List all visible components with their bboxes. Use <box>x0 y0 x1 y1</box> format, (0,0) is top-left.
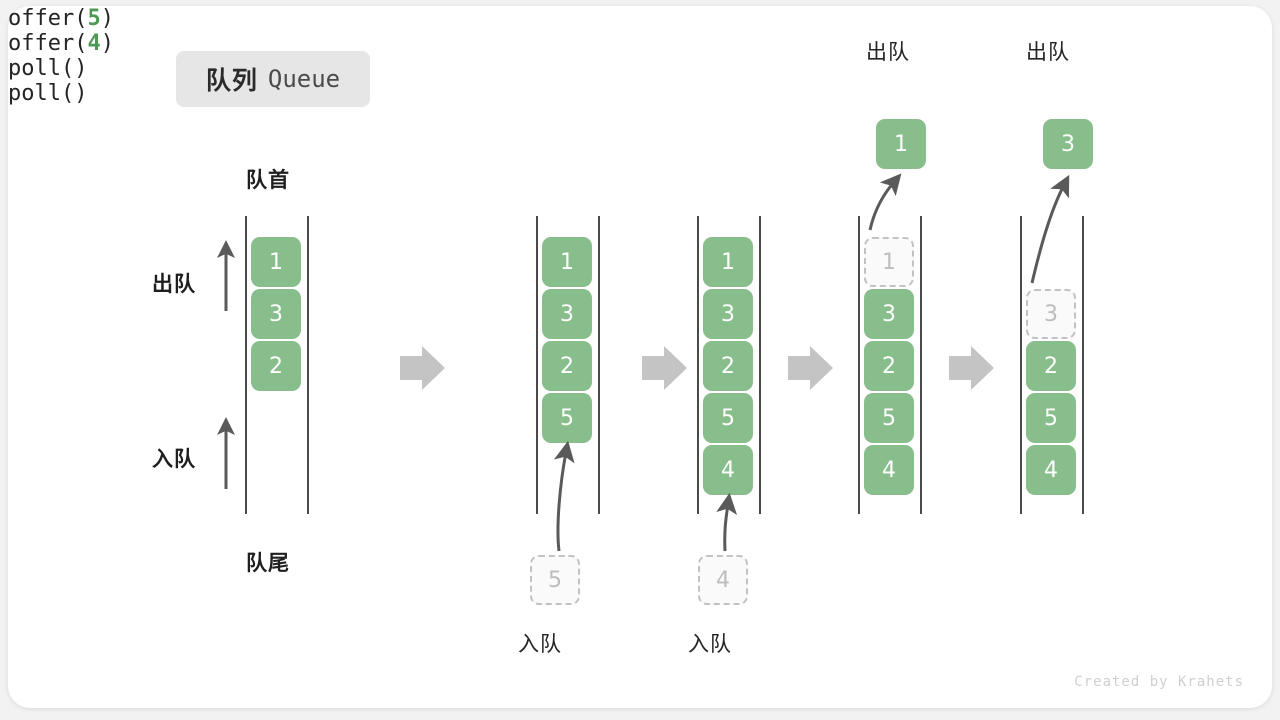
queue-cell: 2 <box>251 341 301 391</box>
dequeue-op-label-cn: 出队 <box>1026 41 1070 64</box>
step-arrow <box>642 346 687 390</box>
dequeue-op-signature: poll() <box>8 56 88 81</box>
op-arg-text: 4 <box>87 31 101 56</box>
rail-left-col4 <box>858 216 860 514</box>
title-label-cn: 队列 <box>205 67 258 95</box>
queue-cell: 4 <box>864 445 914 495</box>
rail-left-col3 <box>697 216 699 514</box>
queue-cell: 5 <box>1026 393 1076 443</box>
op-arg-text: 5 <box>87 6 101 31</box>
queue-cell: 5 <box>542 393 592 443</box>
op-call-text: offer( <box>8 6 88 31</box>
incoming-ghost-cell: 5 <box>530 555 580 605</box>
step-arrow <box>788 346 833 390</box>
enqueue-op-signature: offer(5) <box>8 6 1272 31</box>
op-call-text: offer( <box>8 31 88 56</box>
queue-cell: 4 <box>1026 445 1076 495</box>
outgoing-cell: 1 <box>876 119 926 169</box>
incoming-ghost-cell: 4 <box>698 555 748 605</box>
step-arrow <box>949 346 994 390</box>
outgoing-cell: 3 <box>1043 119 1093 169</box>
queue-cell: 3 <box>251 289 301 339</box>
queue-cell: 3 <box>542 289 592 339</box>
dequeue-label: 出队 <box>152 273 196 296</box>
rail-right-col1 <box>307 216 309 514</box>
rail-right-col3 <box>759 216 761 514</box>
front-label: 队首 <box>246 169 290 192</box>
enqueue-flow-arrow <box>553 440 575 552</box>
enqueue-op-label-cn: 入队 <box>688 633 732 656</box>
step-arrow <box>400 346 445 390</box>
enqueue-op-label-cn: 入队 <box>518 633 562 656</box>
arrow-overlay <box>217 173 1070 552</box>
queue-cell: 5 <box>703 393 753 443</box>
queue-cell: 4 <box>703 445 753 495</box>
title-badge: 队列 Queue <box>176 51 370 107</box>
dequeue-op-label-cn: 出队 <box>866 41 910 64</box>
dequeue-flow-arrow <box>1030 174 1070 284</box>
dequeue-flow-arrow <box>868 173 902 231</box>
queue-cell: 2 <box>542 341 592 391</box>
queue-cell: 2 <box>1026 341 1076 391</box>
enqueue-flow-arrow <box>716 492 738 552</box>
queue-cell: 1 <box>703 237 753 287</box>
queue-cell: 3 <box>864 289 914 339</box>
diagram-card: 队列 Queue 队首 队尾 出队 入队 1 3 2 1 3 2 5 5 入队 … <box>8 6 1272 708</box>
dequeue-op-signature: poll() <box>8 81 88 106</box>
op-close-text: ) <box>100 6 114 31</box>
queue-cell: 2 <box>864 341 914 391</box>
dequeued-ghost-cell: 1 <box>864 237 914 287</box>
rail-right-col2 <box>598 216 600 514</box>
rail-left-col5 <box>1020 216 1022 514</box>
enqueue-label: 入队 <box>152 448 196 471</box>
op-close-text: ) <box>100 31 114 56</box>
queue-cell: 2 <box>703 341 753 391</box>
rail-left-col2 <box>536 216 538 514</box>
watermark: Created by Krahets <box>1074 674 1244 690</box>
title-label-en: Queue <box>267 65 341 93</box>
queue-cell: 1 <box>251 237 301 287</box>
dequeued-ghost-cell: 3 <box>1026 289 1076 339</box>
rear-label: 队尾 <box>246 552 290 575</box>
queue-cell: 5 <box>864 393 914 443</box>
rail-left-col1 <box>245 216 247 514</box>
rail-right-col5 <box>1082 216 1084 514</box>
rail-right-col4 <box>920 216 922 514</box>
enqueue-op-signature: offer(4) <box>8 31 1272 56</box>
queue-cell: 1 <box>542 237 592 287</box>
queue-cell: 3 <box>703 289 753 339</box>
